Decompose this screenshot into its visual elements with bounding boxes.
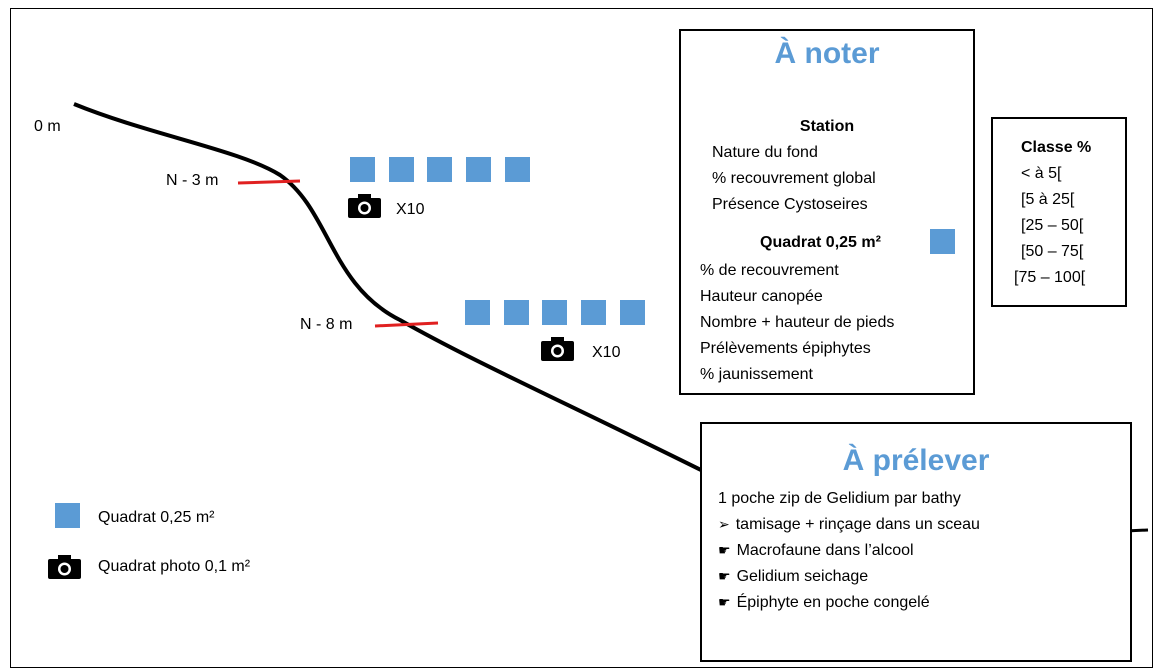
pointing-hand-icon: ☛: [718, 542, 731, 558]
quadrat-heading: Quadrat 0,25 m²: [760, 234, 881, 251]
camera-icon: [348, 194, 381, 218]
classe-item: [25 – 50[: [1021, 217, 1084, 234]
depth-label-3m: N - 3 m: [166, 172, 219, 189]
classe-box: Classe % < à 5[ [5 à 25[ [25 – 50[ [50 –…: [991, 117, 1127, 307]
prelever-title: À prélever: [842, 444, 990, 477]
quadrat-square: [427, 157, 452, 182]
noter-title: À noter: [774, 37, 880, 70]
classe-item: [75 – 100[: [1014, 269, 1086, 286]
station-item: % recouvrement global: [712, 170, 876, 187]
quadrat-square: [504, 300, 529, 325]
depth-marker-3m: [237, 179, 301, 185]
noter-box: À noter Station Nature du fond % recouvr…: [679, 29, 975, 395]
camera-icon: [541, 337, 574, 361]
quadrat-item: Hauteur canopée: [700, 288, 823, 305]
legend-quadrat-square: [55, 503, 80, 528]
quadrat-item: % de recouvrement: [700, 262, 839, 279]
quadrat-square: [581, 300, 606, 325]
quadrat-square: [620, 300, 645, 325]
seabed-profile-line: [73, 102, 706, 474]
quadrat-square: [389, 157, 414, 182]
quadrat-square: [466, 157, 491, 182]
depth-marker-8m: [374, 321, 439, 328]
arrow-bullet-icon: ➢: [718, 516, 730, 532]
quadrat-item: Nombre + hauteur de pieds: [700, 314, 895, 331]
quadrat-square: [930, 229, 955, 254]
depth-label-8m: N - 8 m: [300, 316, 353, 333]
prelever-item: ☛Épiphyte en poche congelé: [718, 594, 930, 611]
quadrat-square: [505, 157, 530, 182]
pointing-hand-icon: ☛: [718, 594, 731, 610]
prelever-intro: 1 poche zip de Gelidium par bathy: [718, 490, 961, 507]
classe-heading: Classe %: [1021, 139, 1092, 156]
station-heading: Station: [799, 118, 855, 135]
legend-quadrat-label: Quadrat 0,25 m²: [98, 509, 215, 526]
station-item: Nature du fond: [712, 144, 818, 161]
quadrat-item: Prélèvements épiphytes: [700, 340, 871, 357]
station-item: Présence Cystoseires: [712, 196, 868, 213]
quadrat-square: [350, 157, 375, 182]
prelever-item: ➢tamisage + rinçage dans un sceau: [718, 516, 980, 533]
classe-item: [5 à 25[: [1021, 191, 1075, 208]
quadrat-square: [465, 300, 490, 325]
classe-item: < à 5[: [1021, 165, 1062, 182]
camera-icon: [48, 555, 81, 579]
legend-photo-label: Quadrat photo 0,1 m²: [98, 558, 251, 575]
prelever-item: ☛Macrofaune dans l’alcool: [718, 542, 914, 559]
photo-count-3m: X10: [396, 201, 425, 218]
photo-count-8m: X10: [592, 344, 621, 361]
quadrat-item: % jaunissement: [700, 366, 813, 383]
prelever-box: À prélever 1 poche zip de Gelidium par b…: [700, 422, 1132, 662]
depth-label-0m: 0 m: [34, 118, 61, 135]
pointing-hand-icon: ☛: [718, 568, 731, 584]
classe-item: [50 – 75[: [1021, 243, 1084, 260]
prelever-item: ☛Gelidium seichage: [718, 568, 869, 585]
quadrat-square: [542, 300, 567, 325]
